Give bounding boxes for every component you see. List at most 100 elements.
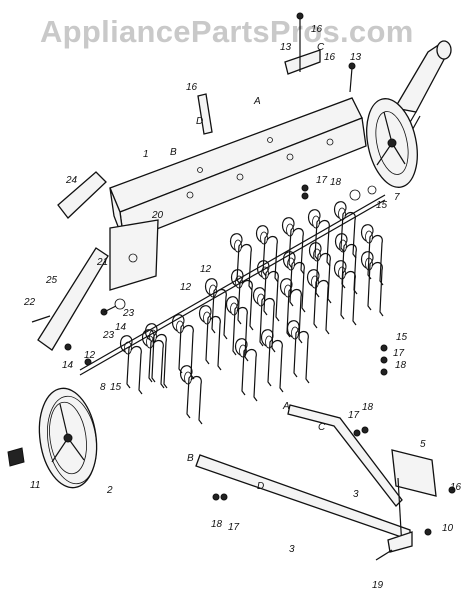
tine (260, 329, 284, 393)
tine (198, 305, 222, 371)
tine-coil (239, 344, 247, 358)
tine (333, 201, 357, 259)
callout-25: 25 (45, 275, 58, 286)
callout-16: 16 (186, 82, 198, 93)
tine-coil (338, 266, 346, 280)
tine-coil (184, 371, 192, 385)
callout-17: 17 (316, 175, 328, 186)
tine (204, 278, 228, 340)
tine (179, 365, 203, 425)
tine-coil (312, 215, 320, 229)
tine-coil (286, 223, 294, 237)
tine (119, 335, 143, 395)
tine (229, 233, 253, 291)
tine (279, 278, 303, 344)
left-wheel (7, 387, 98, 489)
tine-coil (176, 320, 184, 334)
callout-24: 23 (122, 308, 135, 319)
letter-A: A (253, 96, 261, 107)
tine (230, 269, 254, 331)
tine (286, 320, 310, 384)
tine (360, 224, 384, 286)
tine (334, 233, 358, 295)
letter-B: B (187, 453, 194, 464)
tine-coil (287, 257, 295, 271)
tine (225, 296, 249, 362)
callout-18: 18 (395, 360, 407, 371)
callout-16: 16 (450, 482, 462, 493)
callout-7: 7 (394, 192, 400, 203)
tine-coil (365, 257, 373, 271)
lower-rails (195, 404, 456, 561)
callout-3: 3 (289, 544, 295, 555)
tine-coil (230, 302, 238, 316)
callout-15: 15 (110, 382, 122, 393)
callout-2: 2 (106, 485, 113, 496)
callout-17: 17 (348, 410, 360, 421)
tine-coil (338, 207, 346, 221)
callout-22: 24 (65, 175, 78, 186)
callout-1: 1 (143, 149, 149, 160)
callout-11: 11 (30, 480, 40, 491)
tine-coil (365, 230, 373, 244)
tine-coil (265, 335, 273, 349)
letter-A: A (282, 401, 290, 412)
callout-20: 20 (151, 210, 164, 221)
right-wheel (366, 98, 418, 188)
callout-19: 19 (372, 580, 384, 591)
callout-18: 18 (211, 519, 223, 530)
tine-coil (257, 293, 265, 307)
tine (360, 251, 384, 317)
tine-coil (209, 284, 217, 298)
tine-coil (234, 239, 242, 253)
callout-15: 15 (376, 200, 388, 211)
tine-coil (146, 335, 154, 349)
callout-8: 8 (100, 382, 106, 393)
callout-13: 13 (280, 42, 292, 53)
tine-coil (261, 266, 269, 280)
tine (281, 217, 305, 275)
tine-coil (260, 231, 268, 245)
letter-C: C (318, 422, 326, 433)
tine (171, 314, 195, 380)
tine-assemblies (119, 201, 384, 425)
tine-coil (339, 239, 347, 253)
callout-18: 18 (362, 402, 374, 413)
callout-23: 23 (102, 330, 115, 341)
callout-16: 16 (324, 52, 336, 63)
tine (308, 242, 332, 304)
callout-17: 17 (393, 348, 405, 359)
tine (306, 269, 330, 335)
tine (282, 251, 306, 313)
tine (256, 260, 280, 322)
tine-coil (203, 311, 211, 325)
callout-12: 12 (200, 264, 212, 275)
tine-coil (124, 341, 132, 355)
callout-14: 15 (396, 332, 408, 343)
tine (141, 329, 165, 389)
tine-coil (284, 284, 292, 298)
top-brackets (197, 12, 356, 135)
callout-3: 3 (353, 489, 359, 500)
watermark: AppliancePartsPros.com (40, 14, 414, 49)
hardware (31, 184, 388, 501)
callout-10: 10 (442, 523, 454, 534)
callout-5: 5 (420, 439, 426, 450)
tine (333, 260, 357, 326)
callout-16: 16 (311, 24, 323, 35)
callout-labels: 16 16 16 13 13 1 24 20 21 25 22 23 23 14… (23, 24, 462, 591)
tine-coil (235, 275, 243, 289)
callout-12: 12 (180, 282, 192, 293)
tine-coil (311, 275, 319, 289)
tine-coil (291, 326, 299, 340)
callout-21: 21 (96, 257, 108, 268)
letter-B: B (170, 147, 177, 158)
tine (234, 338, 258, 402)
tine (307, 209, 331, 267)
side-plates (37, 171, 159, 351)
tine (255, 225, 279, 283)
callout-14: 14 (115, 322, 127, 333)
letter-D: D (196, 116, 203, 127)
